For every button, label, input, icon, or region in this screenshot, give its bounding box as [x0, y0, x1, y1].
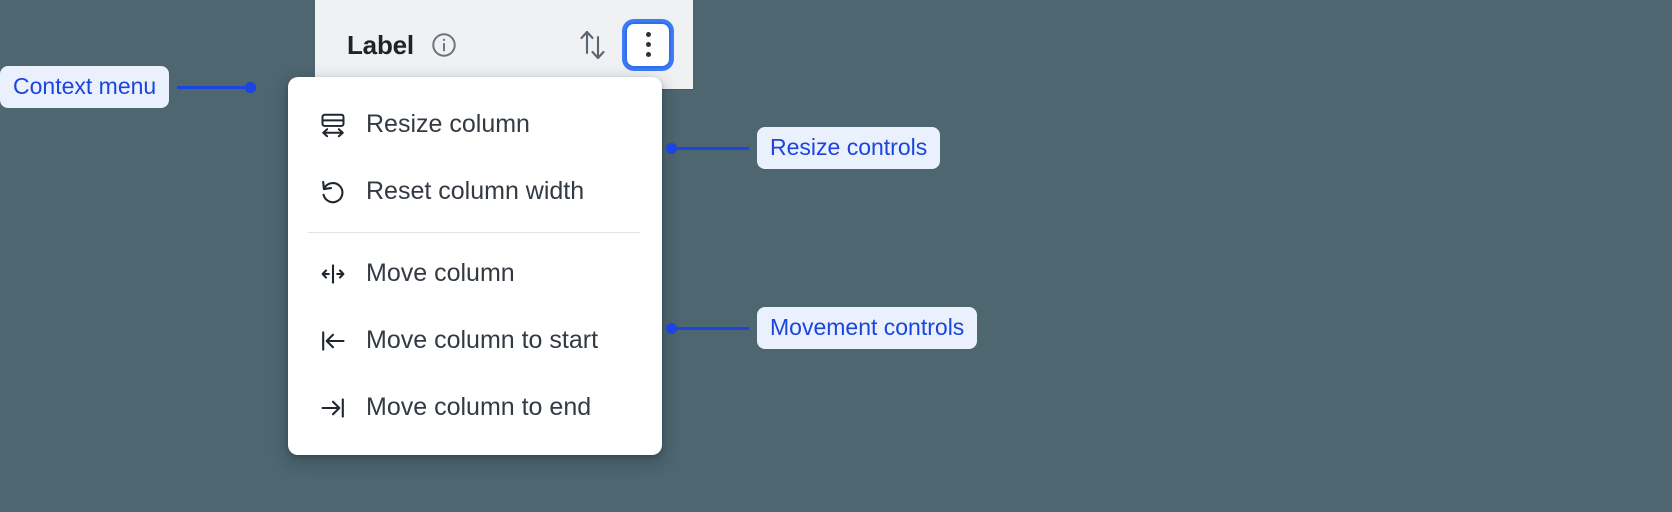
kebab-dot: [645, 52, 651, 57]
column-header-left: Label: [347, 31, 575, 59]
menu-item-label: Resize column: [366, 110, 530, 138]
info-circle-icon[interactable]: [430, 31, 458, 59]
menu-item-label: Move column to start: [366, 326, 599, 354]
kebab-dot: [645, 42, 651, 47]
annotation-movement-controls: Movement controls: [666, 307, 978, 349]
page-title: Label: [347, 29, 414, 60]
column-menu-button[interactable]: [625, 21, 671, 68]
menu-divider: [308, 232, 640, 233]
annotation-label: Movement controls: [757, 307, 978, 349]
kebab-dot: [645, 32, 651, 37]
move-to-end-icon: [318, 393, 348, 423]
context-menu: Resize column Reset column width Move co…: [288, 77, 662, 455]
menu-item-resize-column[interactable]: Resize column: [288, 91, 662, 158]
annotation-connector-line: [677, 326, 749, 330]
column-header-right: [575, 21, 671, 68]
menu-item-reset-column-width[interactable]: Reset column width: [288, 158, 662, 225]
menu-item-label: Reset column width: [366, 177, 585, 205]
annotation-connector-dot: [666, 322, 677, 334]
annotation-connector-line: [677, 146, 749, 150]
menu-item-move-column[interactable]: Move column: [288, 240, 662, 307]
column-header: Label: [315, 0, 693, 89]
menu-item-label: Move column to end: [366, 393, 592, 421]
reset-width-icon: [318, 177, 348, 207]
annotation-label: Context menu: [0, 66, 170, 108]
annotation-resize-controls: Resize controls: [666, 127, 941, 169]
annotation-connector-dot: [245, 81, 257, 93]
move-column-icon: [318, 259, 348, 289]
menu-item-label: Move column: [366, 259, 515, 287]
move-to-start-icon: [318, 326, 348, 356]
sort-up-down-icon[interactable]: [575, 26, 609, 64]
resize-column-icon: [318, 110, 348, 140]
annotation-connector-line: [177, 85, 246, 89]
menu-item-move-column-to-end[interactable]: Move column to end: [288, 374, 662, 441]
annotation-connector-dot: [666, 142, 677, 154]
menu-item-move-column-to-start[interactable]: Move column to start: [288, 307, 662, 374]
annotation-label: Resize controls: [757, 127, 941, 169]
annotation-context-menu: Context menu: [0, 66, 257, 108]
